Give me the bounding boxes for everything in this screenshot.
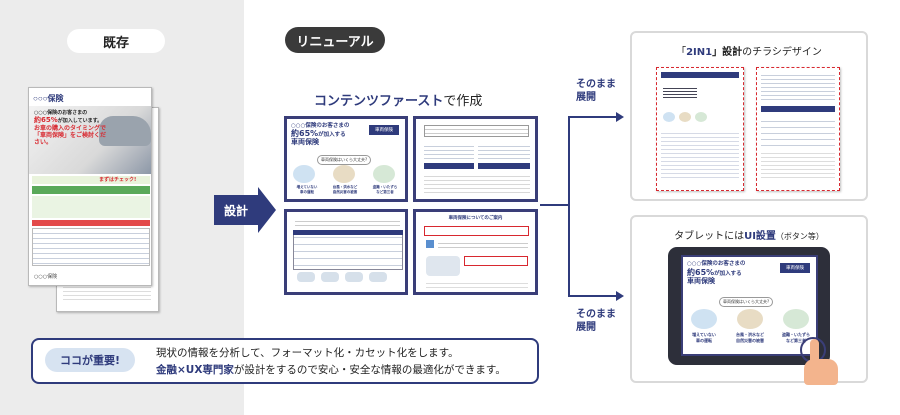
branch-arrow-bottom-head (616, 291, 624, 301)
contents-first-bold: コンテンツファースト (314, 94, 444, 109)
branch-arrow-top-head (616, 112, 624, 122)
slide1-bubble: 車両保険はいくら大丈夫? (317, 155, 372, 165)
old-flyer-line2b: が加入しています。 (57, 118, 103, 124)
important-badge: ココが重要! (45, 348, 135, 372)
old-flyer-line1: ○○○保険のお客さまの (34, 110, 88, 116)
as-is-label-2: そのまま 展開 (576, 309, 616, 333)
tablet-line3: 車両保険 (687, 277, 715, 285)
slide4-title: 車両保険についてのご案内 (448, 216, 503, 221)
branch-arrow-bottom-line (568, 295, 618, 297)
contents-first-suffix: で作成 (443, 94, 483, 109)
slide1-case1: 増えていない 車の運転 (296, 185, 318, 194)
tablet-heading: タブレットにはUI設置（ボタン等） (632, 227, 866, 242)
tablet-line1: ○○○保険のお客さまの (687, 261, 746, 267)
branch-line-horizontal (540, 204, 570, 206)
flyer-page-front (656, 67, 744, 191)
tablet-line2b: が加入する (714, 270, 742, 277)
flyer-title-bold: 2IN1 (686, 47, 713, 58)
renewal-slide-3 (284, 209, 408, 295)
design-label: 設計 (223, 203, 248, 218)
tablet-heading-post: （ボタン等） (775, 232, 824, 241)
old-flyer-check: まずはチェック! (99, 177, 137, 183)
flyer-title-mid: 」設計 (712, 47, 743, 58)
renewal-slide-1: ○○○保険のお客さまの 約65%が加入する 車両保険 車両保険 車両保険はいくら… (284, 116, 408, 202)
note-line-2-bold: 金融×UX専門家 (156, 364, 234, 376)
tablet-bubble: 車両保険はいくら大丈夫? (719, 297, 774, 307)
flyer-title-post: のチラシデザイン (742, 47, 822, 58)
slide1-line1: ○○○保険のお客さまの (291, 123, 350, 129)
old-flyer-line2: 約65% (34, 116, 58, 124)
renewal-slide-2 (413, 116, 538, 202)
tablet-line2: 約65% (687, 267, 715, 277)
tablet-case-3: 盗難・いたずら など第三者 (782, 332, 810, 343)
contents-first-heading: コンテンツファーストで作成 (314, 90, 514, 109)
tablet-case-button-2[interactable] (737, 309, 763, 329)
note-line-2-rest: が設計をするので安心・安全な情報の最適化ができます。 (233, 364, 506, 376)
note-line-1: 現状の情報を分析して、フォーマット化・カセット化をします。 (156, 347, 459, 359)
old-flyer-line3: お車の購入のタイミングで (34, 125, 107, 132)
flyer-panel: 「2IN1」設計のチラシデザイン (630, 31, 868, 201)
old-flyer-footer: ○○○保険 (34, 274, 58, 280)
renewal-slide-4: 車両保険についてのご案内 (413, 209, 538, 295)
slide1-line3: 車両保険 (291, 138, 319, 146)
tablet-badge-button[interactable]: 車両保険 (780, 263, 810, 273)
tablet-screen: ○○○保険のお客さまの 約65%が加入する 車両保険 車両保険 車両保険はいくら… (681, 255, 818, 356)
note-line-2: 金融×UX専門家が設計をするので安心・安全な情報の最適化ができます。 (156, 362, 506, 377)
branch-arrow-top-line (568, 116, 618, 118)
flyer-title-pre: 「 (676, 47, 687, 58)
renewal-label: リニューアル (285, 27, 385, 53)
tablet-badge: 車両保険 (786, 266, 804, 271)
flyer-title: 「2IN1」設計のチラシデザイン (632, 43, 866, 58)
tablet-case-1: 増えていない 車の運転 (692, 332, 716, 343)
old-flyer-logo: ○○○保険 (33, 93, 64, 103)
branch-line-vertical (568, 116, 570, 297)
existing-label: 既存 (67, 29, 165, 53)
flyer-page-back (756, 67, 840, 191)
old-flyer-front: ○○○保険 ○○○保険のお客さまの 約65%が加入しています。 お車の購入のタイ… (28, 87, 152, 286)
slide1-line2b: が加入する (318, 132, 346, 138)
tablet-case-button-3[interactable] (783, 309, 809, 329)
tablet-heading-pre: タブレットには (674, 231, 745, 242)
slide1-line2: 約65% (291, 129, 319, 138)
design-arrow: 設計 (214, 187, 276, 233)
pointing-hand-icon (802, 339, 842, 385)
slide1-case2: 台風・洪水など 自然災害の被害 (332, 185, 358, 194)
slide1-badge: 車両保険 (375, 128, 393, 133)
tablet-panel: タブレットにはUI設置（ボタン等） ○○○保険のお客さまの 約65%が加入する … (630, 215, 868, 385)
tablet-case-button-1[interactable] (691, 309, 717, 329)
as-is-label-1: そのまま 展開 (576, 79, 616, 103)
slide1-case3: 盗難・いたずら など第三者 (372, 185, 398, 194)
tablet-case-2: 台風・洪水など 自然災害の被害 (736, 332, 764, 343)
tablet-heading-bold: UI設置 (744, 231, 776, 242)
old-flyer-line4: 「車両保険」をご検討ください。 (34, 132, 107, 146)
important-badge-text: ココが重要! (59, 354, 121, 367)
